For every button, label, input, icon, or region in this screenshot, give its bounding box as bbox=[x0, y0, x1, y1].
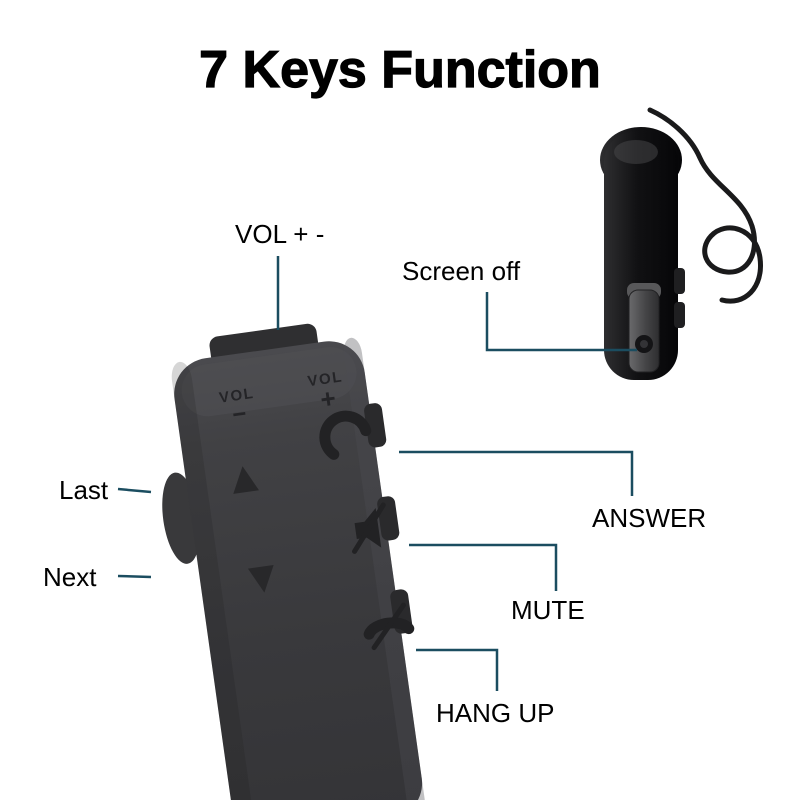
photo-remote-highlight bbox=[614, 140, 658, 164]
callout-label-hang-up: HANG UP bbox=[436, 698, 555, 728]
remote-left-shadow bbox=[171, 361, 255, 800]
main-remote: VOL − VOL + ▲ ▼ bbox=[162, 323, 425, 800]
vol-plus-label: VOL bbox=[307, 368, 344, 390]
remote-top-sheen bbox=[181, 347, 357, 417]
remote-body bbox=[174, 341, 423, 800]
callout-label-last: Last bbox=[59, 475, 109, 505]
callout-label-screen-off: Screen off bbox=[402, 256, 521, 286]
callout-label-mute: MUTE bbox=[511, 595, 585, 625]
remote-right-highlight bbox=[343, 337, 425, 800]
callout-label-answer: ANSWER bbox=[592, 503, 707, 533]
answer-phone-icon bbox=[319, 410, 372, 460]
photo-side-button-1 bbox=[674, 268, 685, 294]
cord-wire bbox=[647, 107, 763, 304]
callout-label-next: Next bbox=[43, 562, 97, 592]
callout-line-screen-off bbox=[485, 292, 637, 352]
callout-line-last bbox=[117, 487, 152, 494]
vol-minus-sign: − bbox=[231, 400, 249, 429]
photo-side-button-2 bbox=[674, 302, 685, 328]
callout-lines bbox=[117, 256, 637, 691]
clip-screw-center bbox=[640, 340, 648, 348]
hang-up-phone-icon bbox=[363, 617, 415, 640]
page-title: 7 Keys Function bbox=[199, 40, 602, 99]
metal-clip bbox=[628, 289, 660, 373]
vol-plus-sign: + bbox=[318, 383, 337, 415]
callout-label-vol: VOL + - bbox=[235, 219, 325, 249]
product-photo bbox=[600, 107, 763, 380]
callout-line-hang-up bbox=[416, 648, 499, 691]
callout-line-answer bbox=[399, 450, 634, 496]
answer-side-button bbox=[364, 403, 387, 448]
callout-line-mute bbox=[409, 543, 558, 591]
mute-slash bbox=[352, 502, 386, 554]
vol-minus-label: VOL bbox=[218, 385, 255, 407]
callout-line-next bbox=[117, 574, 152, 579]
hang-up-slash bbox=[371, 602, 406, 651]
